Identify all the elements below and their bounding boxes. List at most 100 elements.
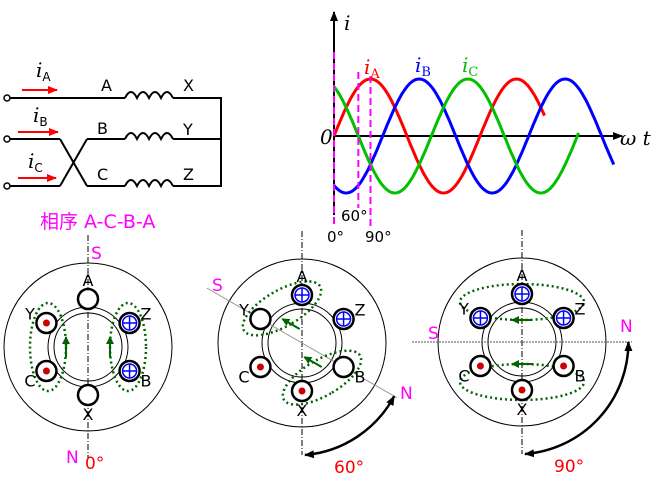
slot-label: C xyxy=(24,372,35,391)
slot-label: X xyxy=(83,405,94,424)
slot-label: Y xyxy=(24,305,35,324)
slot-circle xyxy=(332,355,355,379)
coil-a xyxy=(124,91,174,101)
rotation-angle-label: 0° xyxy=(85,454,104,474)
slot-circle xyxy=(76,383,100,407)
circuit-diagram: iA iB iC A B C X Y Z xyxy=(3,58,222,190)
series-label-ib: iB xyxy=(415,53,431,80)
current-out-dot-icon xyxy=(42,367,50,375)
slot-x: X xyxy=(76,383,100,424)
input-terminals xyxy=(3,94,11,190)
current-label-a: iA xyxy=(36,58,51,84)
terminal-c xyxy=(3,182,11,190)
slot-label: X xyxy=(517,400,528,419)
marker-label-0: 0° xyxy=(327,228,344,246)
slot-c: C xyxy=(238,355,272,387)
stator-90: A Z B X C YS N 90° xyxy=(412,230,633,477)
x-axis-label: ω t xyxy=(620,126,652,150)
circuit-wires xyxy=(8,91,222,189)
slot-label: A xyxy=(83,271,94,290)
slot-b: B xyxy=(118,359,152,391)
slot-label: Y xyxy=(458,300,469,319)
terminal-a xyxy=(3,94,11,102)
slot-a: A xyxy=(290,267,314,307)
series-label-ic: iC xyxy=(462,53,478,80)
slot-a: A xyxy=(76,271,100,311)
rotation-arc-arrow-icon xyxy=(524,341,633,458)
pole-s-label: S xyxy=(428,324,439,344)
pole-n-label: N xyxy=(400,384,413,404)
slot-label: C xyxy=(238,368,249,387)
coil-c xyxy=(124,179,174,189)
waveform-chart: i 0 ω t iA iB iC 0° 60° 90° xyxy=(320,11,652,246)
slot-z: Z xyxy=(118,305,152,335)
series-line-ib xyxy=(332,77,616,195)
rotation-arc-arrow-icon xyxy=(304,395,396,459)
slot-label: C xyxy=(458,367,469,386)
slot-label: B xyxy=(141,372,152,391)
series-label-ia: iA xyxy=(364,55,380,82)
terminal-label-x: X xyxy=(183,76,194,95)
slot-b: B xyxy=(552,354,586,386)
current-in-cross-icon xyxy=(472,310,489,326)
slot-label: A xyxy=(297,267,308,286)
slot-label: X xyxy=(297,401,308,420)
slot-label: B xyxy=(575,367,586,386)
flux-arrow xyxy=(281,318,301,330)
terminal-label-c: C xyxy=(97,165,108,184)
slot-label: B xyxy=(355,368,366,387)
origin-label: 0 xyxy=(320,125,333,149)
current-out-dot-icon xyxy=(256,363,264,371)
current-out-dot-icon xyxy=(476,362,484,370)
slot-y: Y xyxy=(24,305,58,335)
slot-c: C xyxy=(458,354,492,386)
slot-x: X xyxy=(510,378,534,419)
pole-s-label: S xyxy=(212,276,223,296)
slot-label: Z xyxy=(355,301,366,320)
slot-label: Z xyxy=(575,300,586,319)
current-in-cross-icon xyxy=(294,287,310,303)
series-line-ia xyxy=(332,77,546,195)
slot-z: Z xyxy=(332,301,366,331)
current-in-cross-icon xyxy=(555,310,572,326)
slot-label: A xyxy=(517,266,528,285)
flux-arrow xyxy=(303,356,323,368)
slot-label: Y xyxy=(238,301,249,320)
current-in-cross-icon xyxy=(335,311,352,327)
pole-n-label: N xyxy=(620,317,633,337)
current-label-b: iB xyxy=(33,103,48,129)
current-label-c: iC xyxy=(28,149,43,175)
current-out-dot-icon xyxy=(518,386,526,394)
terminal-label-a: A xyxy=(101,76,112,95)
rotation-angle-label: 90° xyxy=(554,457,584,477)
current-out-dot-icon xyxy=(42,319,50,327)
pole-s-label: S xyxy=(91,244,102,264)
marker-label-60: 60° xyxy=(341,207,368,225)
pole-n-label: N xyxy=(66,448,79,468)
slot-y: Y xyxy=(458,300,492,330)
current-in-cross-icon xyxy=(121,315,138,331)
magnetic-axis xyxy=(206,287,398,399)
marker-label-90: 90° xyxy=(365,228,392,246)
phase-sequence-label: 相序 A-C-B-A xyxy=(40,211,155,233)
stator-60: A Z B X C YS N 60° xyxy=(206,231,413,478)
current-in-cross-icon xyxy=(121,363,138,379)
terminal-label-y: Y xyxy=(182,120,193,139)
y-axis-label: i xyxy=(344,11,350,35)
stator-0: A Z B X C Y S N 0° xyxy=(3,235,173,474)
slot-circle xyxy=(76,287,100,311)
series-line-ic xyxy=(332,77,580,195)
rotation-angle-label: 60° xyxy=(334,458,364,478)
slot-y: Y xyxy=(238,301,272,331)
terminal-label-b: B xyxy=(97,119,108,138)
coil-b xyxy=(124,132,174,142)
marker-layer xyxy=(333,52,372,228)
current-out-dot-icon xyxy=(560,362,568,370)
terminal-label-z: Z xyxy=(183,165,194,184)
current-out-dot-icon xyxy=(298,387,306,395)
slot-b: B xyxy=(332,355,366,387)
slot-c: C xyxy=(24,359,58,391)
